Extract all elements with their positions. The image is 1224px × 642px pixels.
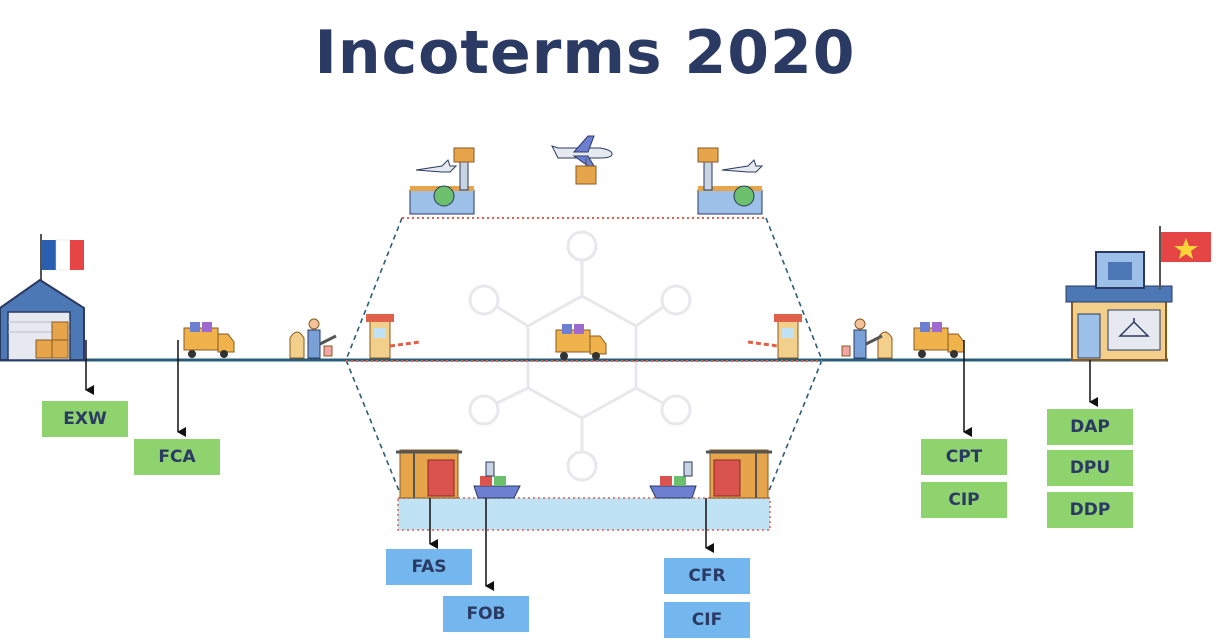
term-exw: EXW bbox=[42, 401, 128, 437]
border-gate-icon bbox=[366, 314, 421, 359]
truck-icon bbox=[913, 322, 965, 358]
network-watermark-icon bbox=[468, 230, 692, 482]
term-dpu: DPU bbox=[1047, 450, 1133, 486]
term-fas: FAS bbox=[386, 549, 472, 585]
cargo-plane-icon bbox=[551, 135, 613, 185]
term-cpt: CPT bbox=[921, 439, 1007, 475]
port-crane-icon bbox=[706, 449, 772, 499]
term-fob: FOB bbox=[443, 596, 529, 632]
warehouse-icon bbox=[0, 278, 85, 361]
term-ddp: DDP bbox=[1047, 492, 1133, 528]
page-title: Incoterms 2020 bbox=[314, 18, 856, 88]
container-ship-icon bbox=[473, 461, 521, 499]
border-gate-icon bbox=[747, 314, 802, 359]
customs-officer-icon bbox=[841, 318, 893, 359]
term-cfr: CFR bbox=[664, 558, 750, 594]
sea-area bbox=[397, 497, 771, 531]
term-fca: FCA bbox=[134, 439, 220, 475]
store-icon bbox=[1065, 251, 1173, 361]
pointer-arrows bbox=[85, 340, 1098, 591]
container-ship-icon bbox=[649, 461, 697, 499]
truck-icon bbox=[555, 324, 607, 360]
port-crane-icon bbox=[396, 449, 462, 499]
term-dap: DAP bbox=[1047, 409, 1133, 445]
customs-officer-icon bbox=[289, 318, 337, 359]
airport-icon bbox=[409, 147, 475, 215]
truck-icon bbox=[183, 322, 235, 358]
france-flag-icon bbox=[40, 234, 84, 292]
airport-icon bbox=[697, 147, 764, 215]
term-cip: CIP bbox=[921, 482, 1007, 518]
vietnam-flag-icon bbox=[1159, 226, 1211, 290]
term-cif: CIF bbox=[664, 602, 750, 638]
